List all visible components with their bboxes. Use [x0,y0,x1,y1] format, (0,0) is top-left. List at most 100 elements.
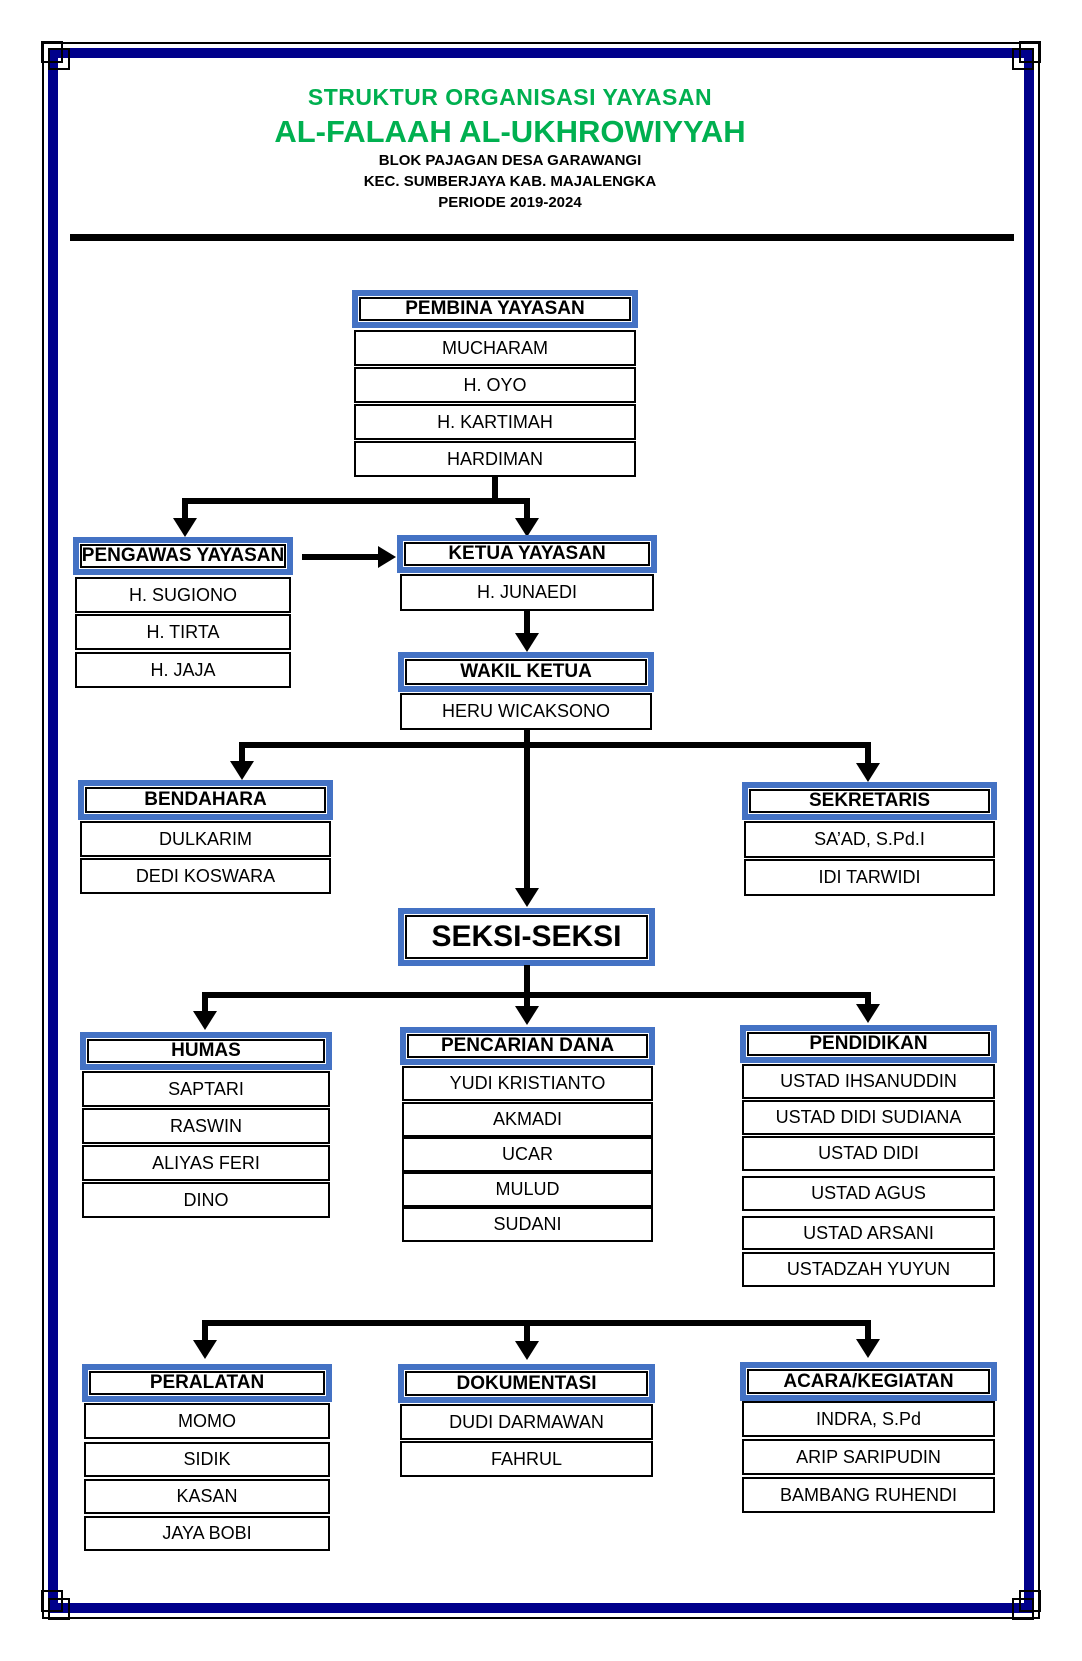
humas-member: SAPTARI [82,1071,330,1107]
organization-name: AL-FALAAH AL-UKHROWIYYAH [274,114,746,149]
arrowhead-down [230,761,254,780]
connector-line [865,992,871,1006]
humas-member: ALIYAS FERI [82,1145,330,1181]
ketua-member: H. JUNAEDI [400,574,654,611]
arrowhead-down [515,633,539,652]
connector-line [202,992,208,1013]
peralatan-member: MOMO [84,1403,330,1439]
sekretaris-header: SEKRETARIS [742,782,997,820]
arrowhead-down [515,1341,539,1360]
connector-line [202,1320,871,1326]
connector-line [524,611,530,635]
peralatan-member: KASAN [84,1479,330,1514]
subtitle-address: BLOK PAJAGAN DESA GARAWANGI [378,152,642,169]
sekretaris-member: IDI TARWIDI [744,859,995,896]
pencarian-dana-header: PENCARIAN DANA [400,1027,655,1065]
header-divider [70,234,1014,241]
arrowhead-down [515,888,539,907]
humas-header: HUMAS [80,1032,332,1070]
connector-line [239,742,871,748]
pengawas-yayasan-header: PENGAWAS YAYASAN [73,537,293,575]
acara-kegiatan-member: BAMBANG RUHENDI [742,1477,995,1513]
wakil-ketua-header: WAKIL KETUA [398,652,654,692]
pengawas-member: H. TIRTA [75,614,291,650]
pembina-member: MUCHARAM [354,330,636,366]
connector-line [524,965,530,995]
humas-member: RASWIN [82,1108,330,1144]
pembina-yayasan-header: PEMBINA YAYASAN [352,290,638,328]
pencarian-dana-member: SUDANI [402,1207,653,1242]
page-border-corner [1012,48,1034,70]
connector-line [865,742,871,764]
dokumentasi-member: FAHRUL [400,1441,653,1477]
connector-line [202,1320,208,1342]
peralatan-member: SIDIK [84,1442,330,1477]
pencarian-dana-member: YUDI KRISTIANTO [402,1066,653,1101]
connector-line [182,498,188,520]
connector-line [524,498,530,520]
dokumentasi-member: DUDI DARMAWAN [400,1404,653,1440]
arrowhead-down [856,763,880,782]
page-border-navy [48,48,1034,1613]
pendidikan-member: USTAD DIDI [742,1136,995,1171]
page-title: STRUKTUR ORGANISASI YAYASAN [307,84,713,110]
bendahara-member: DULKARIM [80,821,331,857]
arrowhead-down [173,518,197,537]
wakil-ketua-member: HERU WICAKSONO [400,693,652,730]
subtitle-district: KEC. SUMBERJAYA KAB. MAJALENGKA [363,173,657,190]
pengawas-member: H. SUGIONO [75,577,291,613]
connector-line [865,1320,871,1341]
page-border-corner [41,41,63,63]
humas-member: DINO [82,1182,330,1218]
page-border-corner [41,1590,63,1612]
arrowhead-right [378,546,396,568]
arrowhead-down [515,1006,539,1025]
dokumentasi-header: DOKUMENTASI [398,1364,655,1403]
arrowhead-down [856,1339,880,1358]
pendidikan-member: USTADZAH YUYUN [742,1252,995,1287]
page-border-outer [42,42,1040,1619]
pembina-member: H. OYO [354,367,636,403]
bendahara-header: BENDAHARA [78,780,333,820]
page-border-corner [48,1598,70,1620]
acara-kegiatan-member: INDRA, S.Pd [742,1401,995,1437]
pendidikan-header: PENDIDIKAN [740,1025,997,1063]
pendidikan-member: USTAD ARSANI [742,1216,995,1250]
arrowhead-down [193,1011,217,1030]
header: STRUKTUR ORGANISASI YAYASAN AL-FALAAH AL… [0,84,1020,213]
connector-line [524,998,530,1008]
connector-line [492,477,498,504]
pembina-member: HARDIMAN [354,441,636,477]
ketua-yayasan-header: KETUA YAYASAN [397,535,657,573]
pencarian-dana-member: MULUD [402,1172,653,1207]
arrowhead-down [515,518,539,537]
connector-line [524,730,530,748]
connector-line [524,748,530,889]
peralatan-header: PERALATAN [82,1364,332,1402]
sekretaris-member: SA’AD, S.Pd.I [744,821,995,858]
pencarian-dana-member: AKMADI [402,1102,653,1137]
acara-kegiatan-member: ARIP SARIPUDIN [742,1439,995,1475]
page-border-corner [48,48,70,70]
arrowhead-down [856,1004,880,1023]
bendahara-member: DEDI KOSWARA [80,858,331,894]
pendidikan-member: USTAD IHSANUDDIN [742,1064,995,1099]
pencarian-dana-member: UCAR [402,1137,653,1172]
connector-line [202,992,871,998]
subtitle-period: PERIODE 2019-2024 [438,194,582,211]
connector-line [302,554,378,560]
arrowhead-down [193,1340,217,1359]
page-border-corner [1019,41,1041,63]
peralatan-member: JAYA BOBI [84,1516,330,1551]
page-border-corner [1019,1590,1041,1612]
connector-line [524,1326,530,1343]
pengawas-member: H. JAJA [75,652,291,688]
pembina-member: H. KARTIMAH [354,404,636,440]
seksi-seksi-header: SEKSI-SEKSI [398,908,655,966]
connector-line [182,498,530,504]
page-border-corner [1012,1598,1034,1620]
pendidikan-member: USTAD DIDI SUDIANA [742,1100,995,1135]
acara-kegiatan-header: ACARA/KEGIATAN [740,1362,997,1401]
pendidikan-member: USTAD AGUS [742,1176,995,1211]
